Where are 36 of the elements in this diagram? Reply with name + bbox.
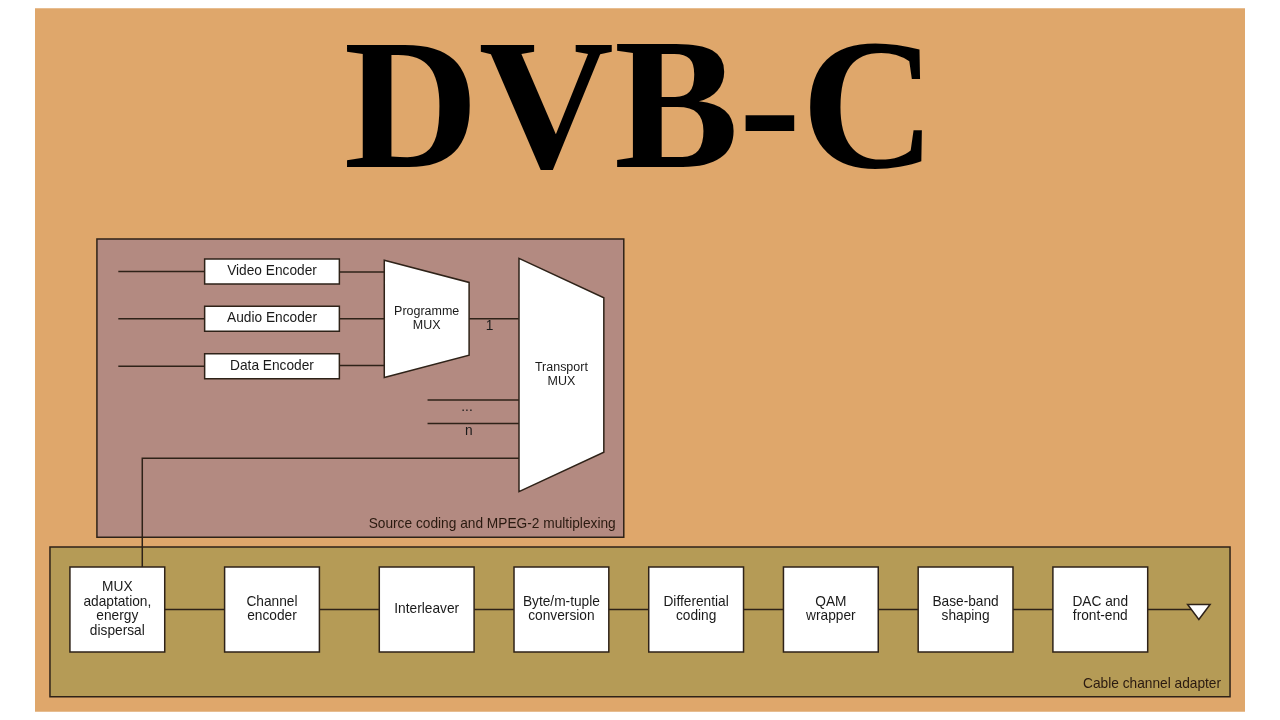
connector (742, 608, 785, 611)
connector (608, 608, 650, 611)
connector (338, 318, 385, 320)
connector (117, 270, 206, 273)
node-box: Channel encoder (223, 566, 321, 653)
node-box: Base-band shaping (917, 566, 1014, 653)
connector (318, 608, 380, 611)
node-box: Byte/m-tuple conversion (513, 566, 610, 653)
connector (473, 608, 515, 611)
connector (338, 271, 385, 273)
edge-label: ... (461, 398, 473, 414)
edge-label: n (465, 422, 473, 438)
connector (117, 318, 206, 320)
connector (117, 365, 206, 367)
connector (1012, 608, 1054, 611)
connector (338, 364, 385, 367)
node-box: Transport MUX (518, 257, 605, 493)
node-box: Differential coding (648, 566, 745, 653)
node-box: DAC and front-end (1052, 566, 1149, 653)
edge-label: 1 (485, 317, 494, 333)
connector (164, 608, 225, 611)
node-box: Video Encoder (203, 258, 341, 285)
node-triangle (1186, 603, 1212, 621)
node-box: MUX adaptation, energy dispersal (69, 566, 166, 653)
node-box: QAM wrapper (782, 566, 879, 653)
node-box: Programme MUX (383, 259, 470, 379)
node-box: Audio Encoder (203, 305, 341, 333)
diagram-title: DVB-C (343, 0, 937, 207)
connector (141, 457, 520, 568)
connector (426, 399, 520, 401)
connector (426, 422, 520, 425)
node-box: Data Encoder (203, 353, 341, 380)
connector (1147, 608, 1192, 611)
connector (877, 608, 919, 611)
connector (468, 318, 520, 320)
node-box: Interleaver (378, 566, 475, 653)
